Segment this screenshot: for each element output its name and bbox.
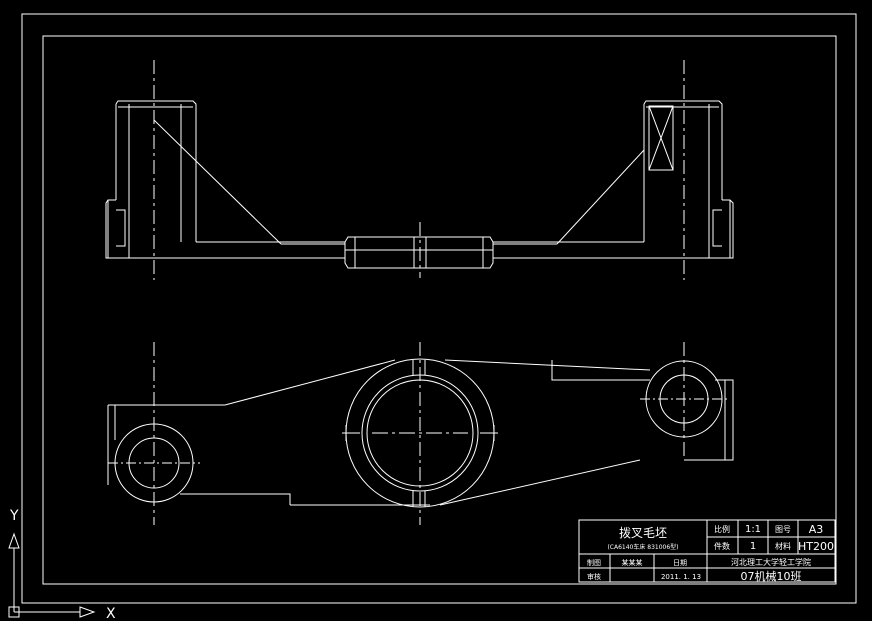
top-right-lug xyxy=(551,360,734,461)
front-left-boss xyxy=(105,100,197,259)
checked-label: 审核 xyxy=(587,572,601,581)
outer-border xyxy=(21,13,857,604)
sheet-size-label: 图号 xyxy=(775,525,791,534)
school-text: 河北理工大学轻工学院 xyxy=(731,557,811,567)
date-value: 2011. 1. 13 xyxy=(661,573,701,581)
front-center-hub xyxy=(344,236,494,269)
class-name-text: 07机械10班 xyxy=(741,569,802,583)
top-center-hub xyxy=(342,358,498,508)
sheet-frame xyxy=(21,13,857,604)
top-view-centerlines xyxy=(153,342,685,525)
ucs-x-arrow xyxy=(79,606,96,618)
date-label: 日期 xyxy=(673,559,687,567)
part-subtitle-text: (CA6140车床 831006型) xyxy=(607,543,678,551)
scale-value: 1:1 xyxy=(745,524,761,535)
top-left-lug xyxy=(107,404,291,505)
top-view xyxy=(107,342,734,525)
ucs-x-label: X xyxy=(106,606,116,621)
sheet-size-value: A3 xyxy=(809,523,824,536)
top-view-arms xyxy=(224,359,651,506)
front-right-hatch-box xyxy=(648,105,674,171)
title-block-grid xyxy=(578,519,836,583)
front-base-plate xyxy=(129,119,709,259)
front-view xyxy=(105,60,734,280)
front-right-boss xyxy=(643,100,734,259)
quantity-label: 件数 xyxy=(714,541,730,551)
ucs-icon xyxy=(8,532,96,618)
drawn-label: 制图 xyxy=(587,558,601,567)
drawn-name: 某某某 xyxy=(622,559,643,567)
scale-label: 比例 xyxy=(714,524,730,534)
inner-frame xyxy=(42,35,837,585)
ucs-origin-box xyxy=(8,606,20,618)
ucs-y-label: Y xyxy=(9,508,19,524)
title-block: 拨叉毛坯 (CA6140车床 831006型) 比例 1:1 图号 A3 件数 … xyxy=(578,519,836,583)
part-name-text: 拨叉毛坯 xyxy=(619,526,667,540)
material-value: HT200 xyxy=(798,540,834,553)
quantity-value: 1 xyxy=(750,541,756,552)
material-label: 材料 xyxy=(775,541,791,551)
